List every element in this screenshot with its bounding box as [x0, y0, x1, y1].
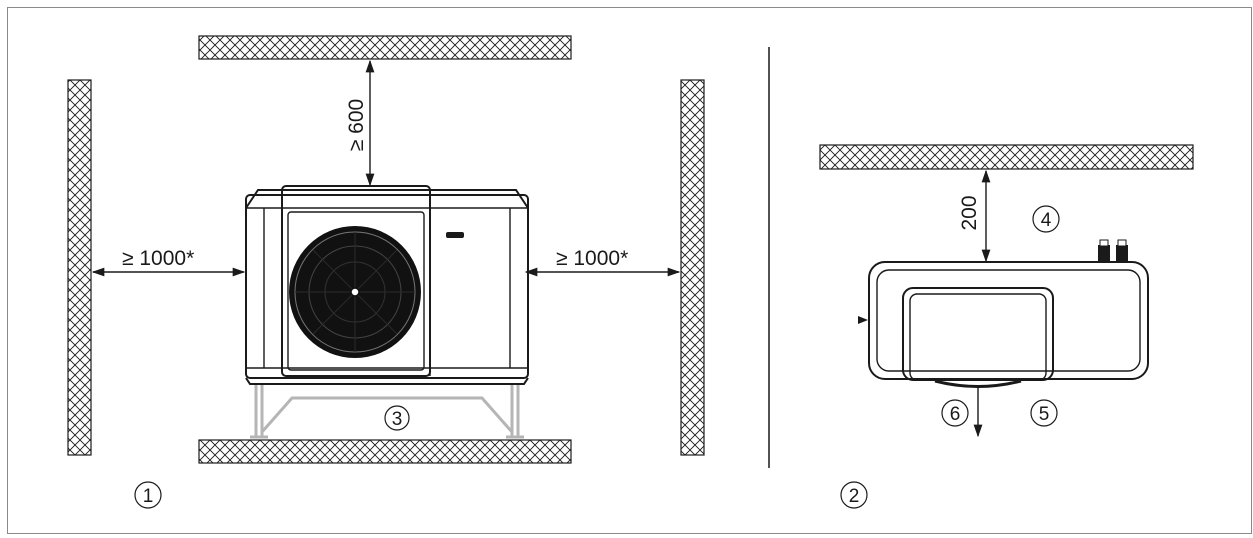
heat-pump-unit-top — [858, 261, 1149, 388]
callout-5: 5 — [1030, 399, 1058, 427]
svg-text:5: 5 — [1039, 404, 1050, 425]
wall-top — [198, 35, 572, 60]
svg-text:3: 3 — [392, 409, 403, 430]
pipe-connectors — [1098, 239, 1128, 261]
wall-left — [67, 79, 92, 456]
right-clearance-label: ≥ 1000* — [556, 247, 628, 270]
svg-text:1: 1 — [143, 486, 154, 507]
callout-1: 1 — [134, 481, 162, 509]
svg-text:6: 6 — [950, 404, 961, 425]
wall-rear — [819, 144, 1194, 170]
left-clearance-label: ≥ 1000* — [122, 247, 194, 270]
floor — [198, 439, 572, 464]
callout-2: 2 — [840, 481, 868, 509]
wall-right — [680, 79, 705, 456]
diagram-frame — [7, 7, 1252, 534]
front-view: ≥ 600 ≥ 1000* ≥ 1000* — [67, 35, 705, 509]
svg-text:2: 2 — [849, 486, 860, 507]
callout-6: 6 — [941, 399, 969, 427]
callout-3: 3 — [384, 405, 410, 431]
rear-clearance-label: 200 — [958, 195, 981, 230]
base-stand — [250, 384, 524, 439]
brand-logo — [446, 232, 464, 238]
callout-4: 4 — [1032, 205, 1060, 233]
svg-text:4: 4 — [1041, 210, 1052, 231]
top-clearance-label: ≥ 600 — [345, 99, 368, 151]
top-view: 200 4 6 5 — [819, 144, 1194, 509]
heat-pump-unit-front — [245, 185, 529, 385]
